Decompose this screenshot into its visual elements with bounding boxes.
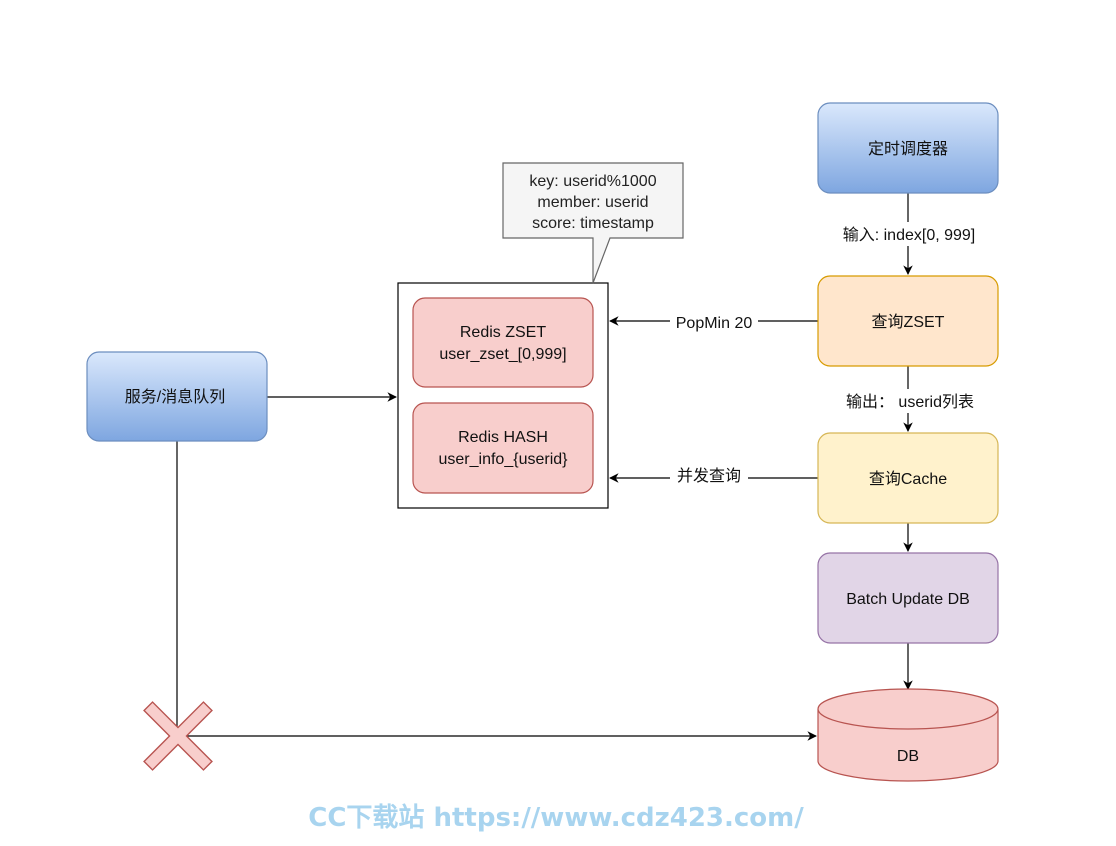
callout-note-line3: score: timestamp [532, 215, 654, 232]
node-redis-hash-line2: user_info_{userid} [439, 451, 569, 468]
node-redis-zset: Redis ZSET user_zset_[0,999] [412, 297, 594, 388]
node-db-label: DB [897, 748, 919, 765]
node-batch-update-label: Batch Update DB [846, 591, 970, 608]
blocked-x-icon [143, 701, 213, 771]
node-service-mq-label: 服务/消息队列 [125, 388, 225, 406]
callout-note-line2: member: userid [537, 194, 648, 211]
node-query-cache-label: 查询Cache [869, 470, 947, 488]
edge-label-output: 输出： userid列表 [846, 393, 974, 411]
callout-note: key: userid%1000 member: userid score: t… [502, 162, 684, 284]
redis-container: Redis ZSET user_zset_[0,999] Redis HASH … [397, 282, 609, 509]
node-redis-hash: Redis HASH user_info_{userid} [412, 402, 594, 494]
node-db: DB [817, 688, 999, 782]
node-service-mq: 服务/消息队列 [86, 351, 268, 442]
edge-label-concurrent: 并发查询 [677, 467, 741, 485]
edge-label-popmin: PopMin 20 [676, 315, 753, 332]
node-scheduler-label: 定时调度器 [868, 140, 948, 158]
node-redis-zset-line1: Redis ZSET [460, 324, 546, 341]
edges: 输入: index[0, 999] 输出： userid列表 PopMin 20… [176, 193, 990, 741]
node-query-zset-label: 查询ZSET [872, 313, 945, 331]
node-redis-zset-line2: user_zset_[0,999] [439, 346, 566, 363]
watermark: CC下载站 https://www.cdz423.com/ [308, 803, 804, 833]
node-query-zset: 查询ZSET [817, 275, 999, 367]
node-redis-hash-line1: Redis HASH [458, 429, 548, 446]
node-scheduler: 定时调度器 [817, 102, 999, 194]
callout-note-line1: key: userid%1000 [529, 173, 656, 190]
edge-label-input: 输入: index[0, 999] [843, 226, 976, 244]
node-batch-update: Batch Update DB [817, 552, 999, 644]
node-query-cache: 查询Cache [817, 432, 999, 524]
